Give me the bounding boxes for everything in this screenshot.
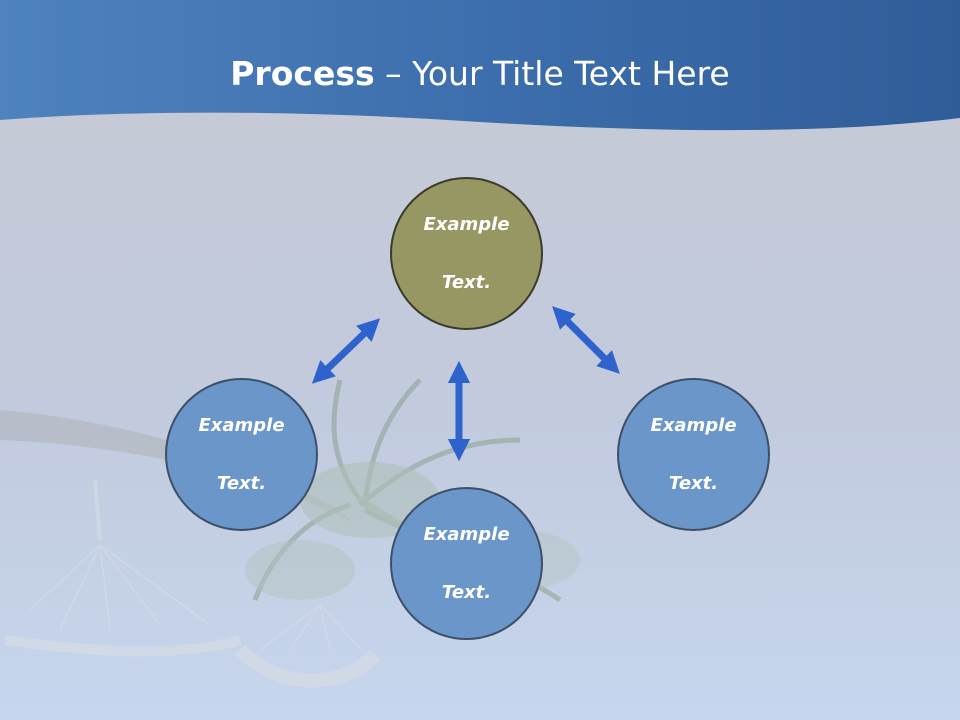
slide-title: Process – Your Title Text Here — [0, 52, 960, 96]
title-rest: – Your Title Text Here — [374, 54, 730, 93]
node-bottom-line2: Text. — [441, 582, 492, 603]
node-right-line2: Text. — [668, 473, 719, 494]
hammock-image — [4, 479, 380, 688]
node-right-line1: Example — [650, 415, 737, 436]
header-band — [0, 0, 960, 131]
node-top-line2: Text. — [441, 272, 492, 293]
node-bottom-line1: Example — [423, 524, 510, 545]
node-left-line2: Text. — [216, 473, 267, 494]
node-left-line1: Example — [198, 415, 285, 436]
node-top-line1: Example — [423, 214, 510, 235]
title-bold: Process — [230, 54, 375, 93]
